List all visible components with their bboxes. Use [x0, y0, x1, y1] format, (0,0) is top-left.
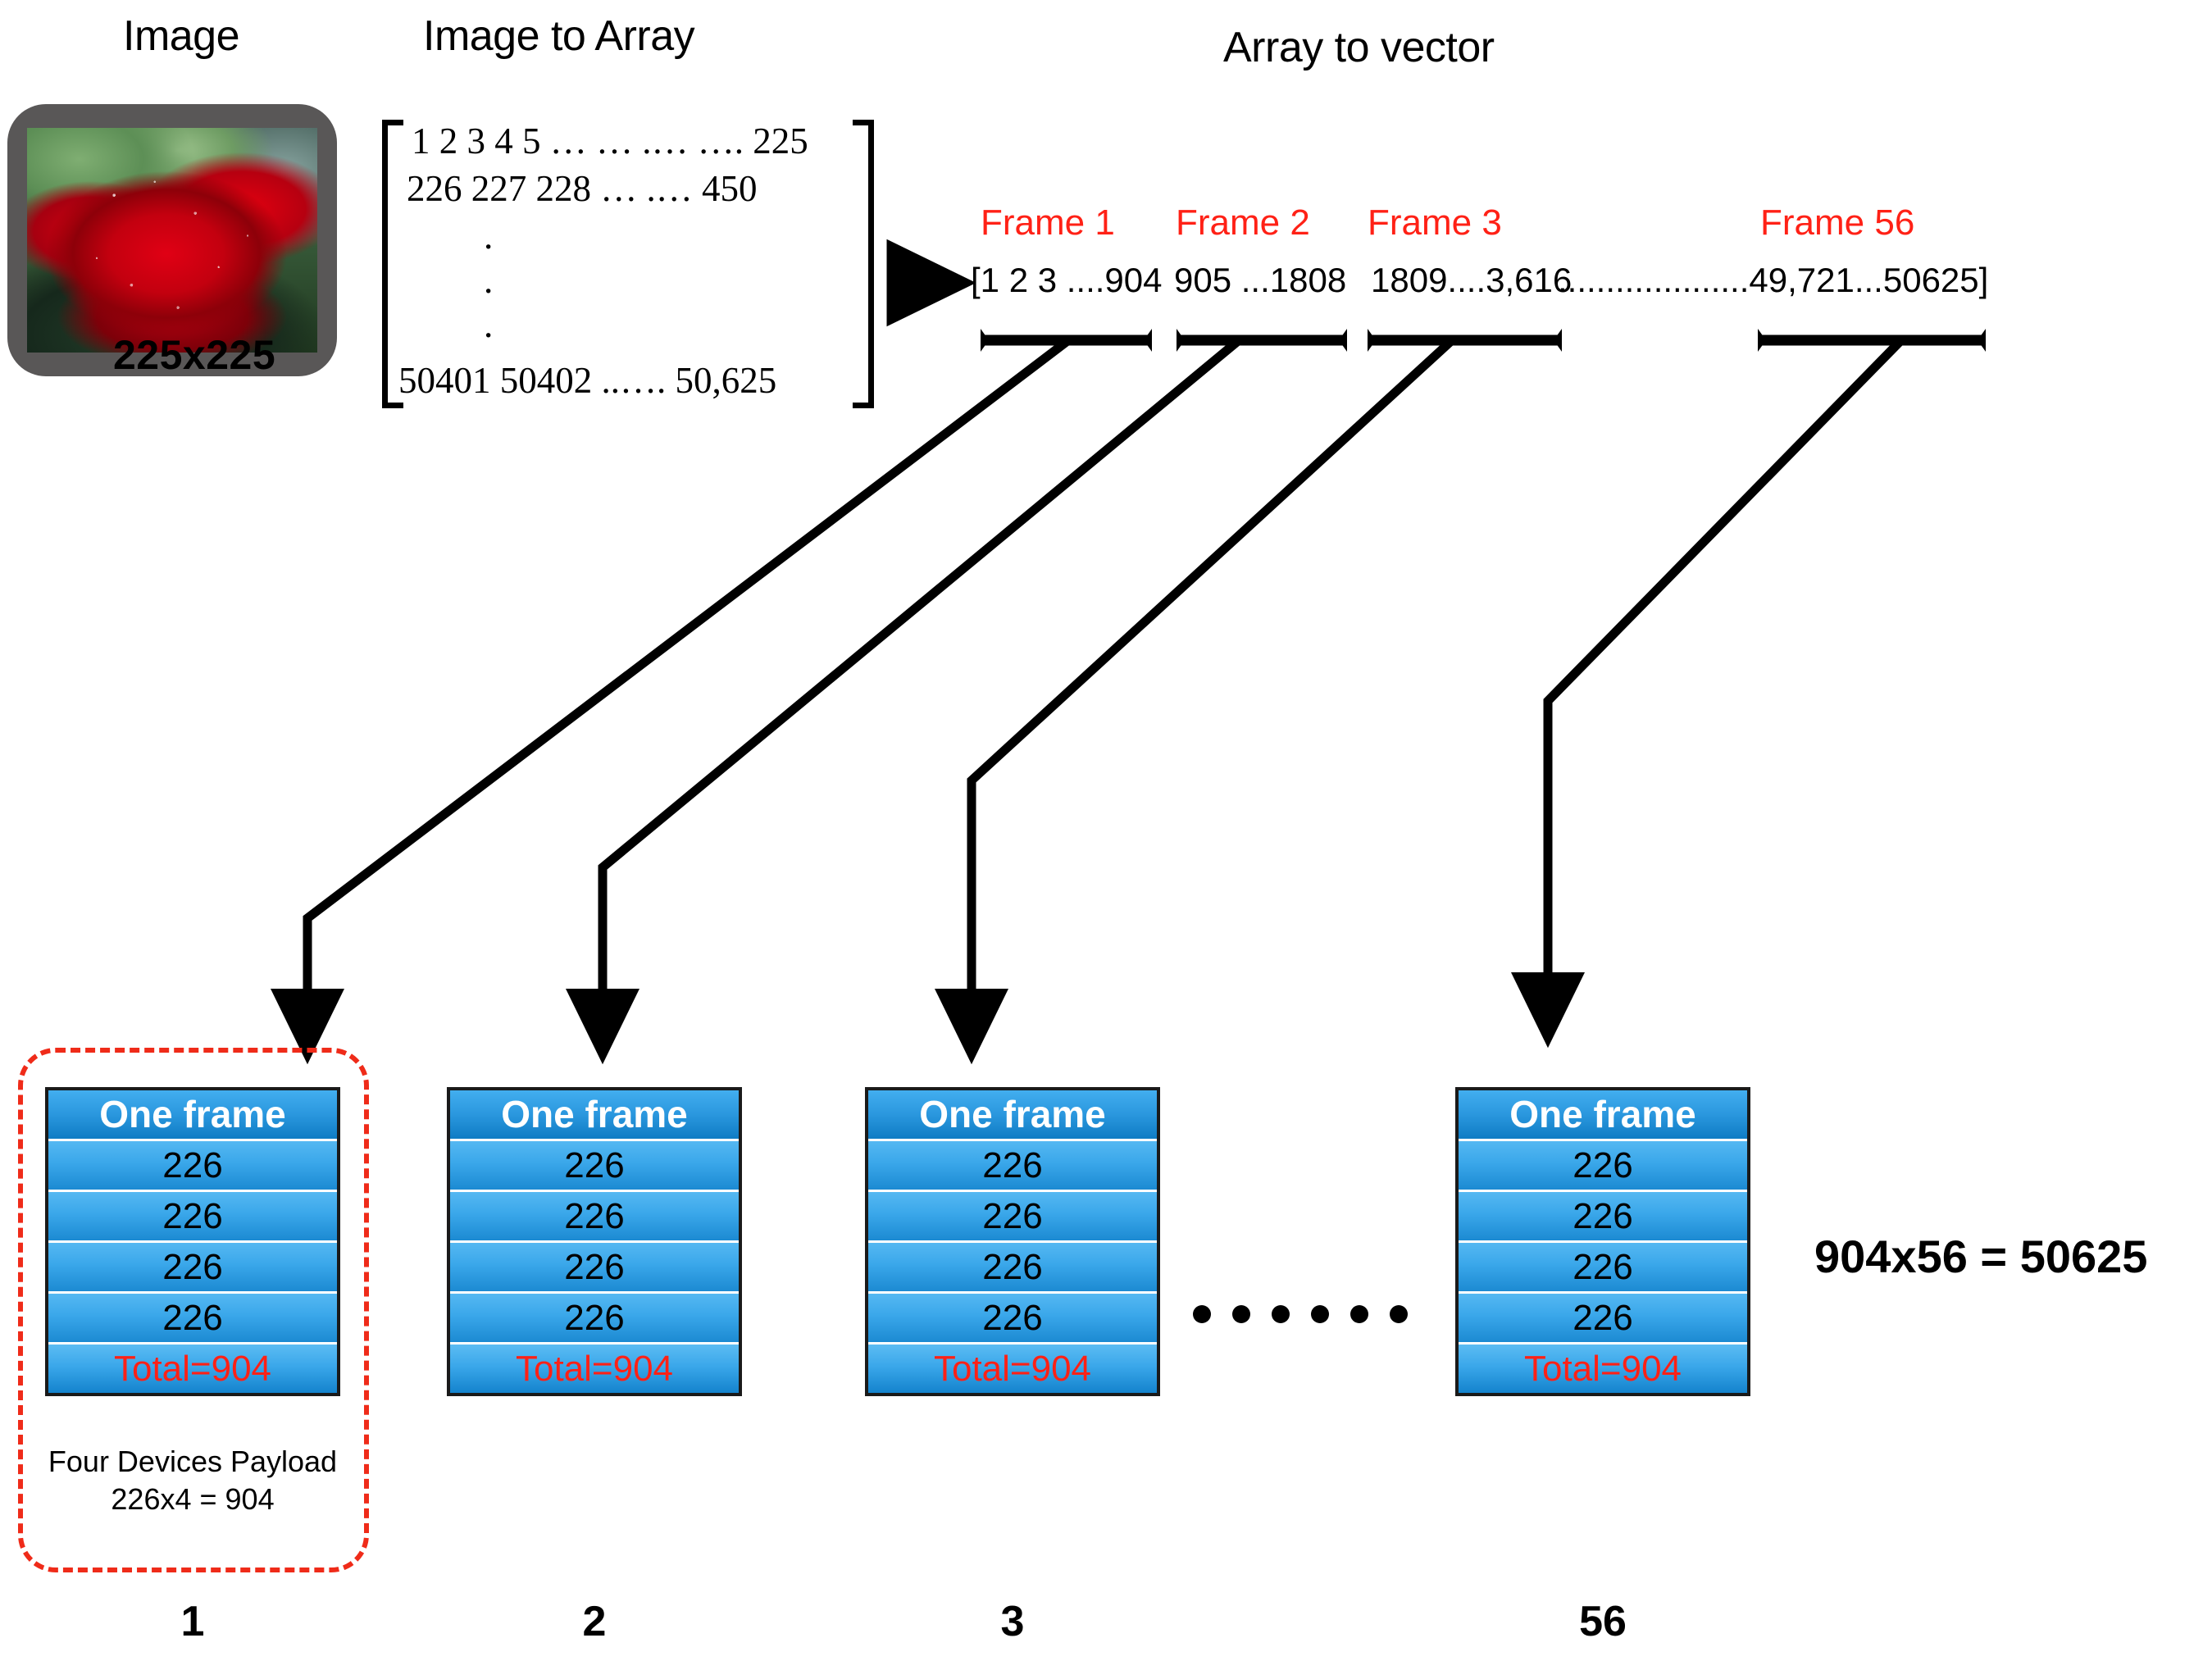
frame-span-endcaps — [981, 329, 1986, 352]
frame-label-2: Frame 2 — [1176, 202, 1310, 243]
frame-box-2-row-3: 226 — [450, 1243, 739, 1294]
frame-box-3-row-2: 226 — [868, 1192, 1157, 1243]
ellipsis-dot — [1232, 1305, 1250, 1323]
header-array-to-vector: Array to vector — [1223, 24, 1495, 71]
four-devices-payload-highlight — [18, 1048, 369, 1572]
header-image: Image — [123, 12, 240, 60]
frame-box-56[interactable]: One frame 226 226 226 226 Total=904 — [1455, 1087, 1750, 1396]
vector-segment-3: 1809....3,616 — [1371, 261, 1573, 299]
frame-box-56-row-2: 226 — [1459, 1192, 1747, 1243]
ellipsis-dot — [1390, 1305, 1408, 1323]
frame-box-3[interactable]: One frame 226 226 226 226 Total=904 — [865, 1087, 1160, 1396]
frame-1-index: 1 — [180, 1598, 205, 1645]
image-size-label: 225x225 — [113, 332, 276, 378]
ellipsis-dot — [1193, 1305, 1211, 1323]
header-image-to-array: Image to Array — [423, 12, 695, 60]
connector-frame-2 — [565, 337, 1241, 1065]
frame-box-3-row-3: 226 — [868, 1243, 1157, 1294]
vector-segment-1: [1 2 3 ....904 — [971, 261, 1163, 299]
frame-2-index: 2 — [582, 1598, 607, 1645]
frame-box-2-title: One frame — [450, 1090, 739, 1141]
connector-frame-56 — [1510, 338, 1904, 1049]
image-thumbnail-frame — [8, 105, 336, 375]
matrix-bracket-left — [382, 120, 403, 408]
frame-box-2-row-2: 226 — [450, 1192, 739, 1243]
frame-box-2[interactable]: One frame 226 226 226 226 Total=904 — [447, 1087, 742, 1396]
frame-box-1-row-3: 226 — [48, 1243, 337, 1294]
frame-label-3: Frame 3 — [1368, 202, 1502, 243]
frame-box-3-row-1: 226 — [868, 1141, 1157, 1192]
frames-ellipsis — [1193, 1305, 1439, 1330]
frame-56-index: 56 — [1579, 1598, 1627, 1645]
frame-1-caption-line1: Four Devices Payload — [48, 1445, 338, 1478]
frame-box-2-row-4: 226 — [450, 1294, 739, 1345]
frame-box-56-row-3: 226 — [1459, 1243, 1747, 1294]
vector-segment-56: ....................49,721...50625] — [1558, 261, 1989, 299]
frame-box-2-total: Total=904 — [450, 1345, 739, 1393]
frame-box-3-title: One frame — [868, 1090, 1157, 1141]
frame-3-index: 3 — [1000, 1598, 1025, 1645]
frame-1-caption-line2: 226x4 = 904 — [111, 1482, 275, 1516]
frame-box-1[interactable]: One frame 226 226 226 226 Total=904 — [45, 1087, 340, 1396]
frame-label-56: Frame 56 — [1760, 202, 1915, 243]
frame-label-1: Frame 1 — [981, 202, 1115, 243]
frame-connector-arrows — [270, 337, 1904, 1065]
rose-photo — [27, 128, 317, 353]
summary-equation: 904x56 = 50625 — [1814, 1231, 2148, 1282]
frame-box-2-row-1: 226 — [450, 1141, 739, 1192]
image-array-matrix: 1 2 3 4 5 … … .… …. 225 226 227 228 … .…… — [382, 120, 874, 408]
frame-box-1-total: Total=904 — [48, 1345, 337, 1393]
connector-frame-3 — [934, 337, 1454, 1065]
frame-box-56-total: Total=904 — [1459, 1345, 1747, 1393]
frame-box-1-row-2: 226 — [48, 1192, 337, 1243]
frame-box-3-total: Total=904 — [868, 1345, 1157, 1393]
matrix-row-2: 226 227 228 … .… 450 — [407, 168, 758, 209]
matrix-row-1: 1 2 3 4 5 … … .… …. 225 — [412, 121, 808, 162]
ellipsis-dot — [1350, 1305, 1368, 1323]
frame-box-56-row-4: 226 — [1459, 1294, 1747, 1345]
frame-box-56-row-1: 226 — [1459, 1141, 1747, 1192]
matrix-row-last: 50401 50402 ..…. 50,625 — [398, 360, 777, 401]
matrix-bracket-right — [853, 120, 874, 408]
frame-box-1-row-1: 226 — [48, 1141, 337, 1192]
frame-box-1-title: One frame — [48, 1090, 337, 1141]
vector-segment-2: 905 ...1808 — [1174, 261, 1347, 299]
ellipsis-dot — [1311, 1305, 1329, 1323]
connector-frame-1 — [270, 337, 1071, 1065]
frame-box-1-row-4: 226 — [48, 1294, 337, 1345]
ellipsis-dot — [1272, 1305, 1290, 1323]
frame-box-3-row-4: 226 — [868, 1294, 1157, 1345]
frame-box-56-title: One frame — [1459, 1090, 1747, 1141]
